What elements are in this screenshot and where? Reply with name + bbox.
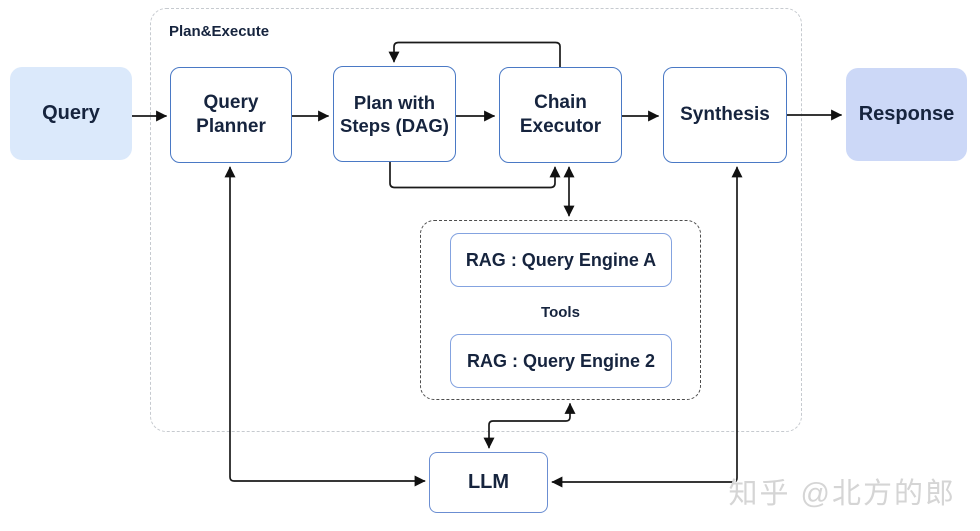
plan-execute-container: Plan&Execute	[150, 8, 802, 432]
zhihu-watermark: 知乎 @北方的郎	[728, 478, 956, 510]
node-chain-executor: Chain Executor	[499, 67, 622, 163]
node-response: Response	[846, 68, 967, 161]
tools-label: Tools	[541, 304, 580, 321]
node-query: Query	[10, 67, 132, 160]
node-synthesis: Synthesis	[663, 67, 787, 163]
node-rag-query-engine-2: RAG : Query Engine 2	[450, 334, 672, 388]
plan-execute-label: Plan&Execute	[169, 23, 270, 40]
node-query-planner: Query Planner	[170, 67, 292, 163]
node-llm: LLM	[429, 452, 548, 513]
node-rag-query-engine-a: RAG : Query Engine A	[450, 233, 672, 287]
node-plan-with-steps-dag: Plan with Steps (DAG)	[333, 66, 456, 162]
